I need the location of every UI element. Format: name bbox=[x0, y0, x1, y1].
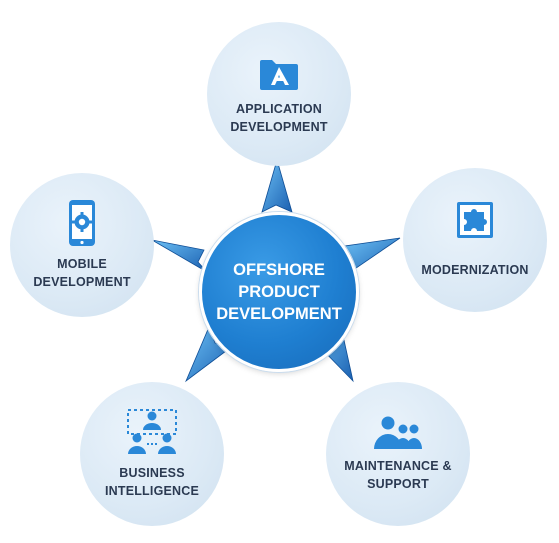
center-hub: OFFSHORE PRODUCT DEVELOPMENT bbox=[199, 212, 359, 372]
node-modernization: MODERNIZATION bbox=[403, 168, 547, 312]
node-modernization-label: MODERNIZATION bbox=[421, 263, 529, 277]
node-mobile-label: MOBILE DEVELOPMENT bbox=[33, 257, 131, 289]
node-maintenance-support: MAINTENANCE & SUPPORT bbox=[326, 382, 470, 526]
arrow-to-business bbox=[185, 325, 236, 383]
arrow-to-mobile bbox=[151, 239, 208, 273]
arrow-to-application bbox=[261, 158, 293, 213]
node-business-label: BUSINESS INTELLIGENCE bbox=[104, 466, 200, 498]
people-group-icon bbox=[374, 416, 422, 449]
node-maintenance-label: MAINTENANCE & SUPPORT bbox=[344, 459, 452, 491]
mobile-gear-icon bbox=[69, 200, 95, 246]
network-people-icon bbox=[127, 409, 177, 454]
node-application-development: APPLICATION DEVELOPMENT bbox=[207, 22, 351, 166]
puzzle-icon bbox=[457, 202, 493, 238]
node-application-label: APPLICATION DEVELOPMENT bbox=[230, 102, 328, 134]
node-mobile-development: MOBILE DEVELOPMENT bbox=[10, 173, 154, 317]
node-business-intelligence: BUSINESS INTELLIGENCE bbox=[80, 382, 224, 526]
center-label: OFFSHORE PRODUCT DEVELOPMENT bbox=[216, 261, 342, 323]
folder-app-icon bbox=[260, 60, 298, 90]
